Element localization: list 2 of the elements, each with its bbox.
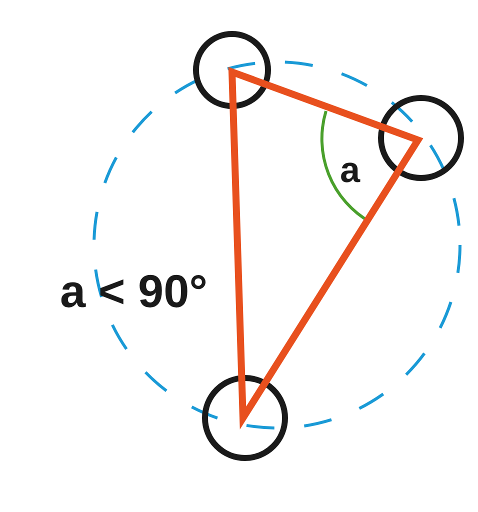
angle-label: a xyxy=(340,152,360,188)
inequality-label: a < 90° xyxy=(60,268,208,314)
